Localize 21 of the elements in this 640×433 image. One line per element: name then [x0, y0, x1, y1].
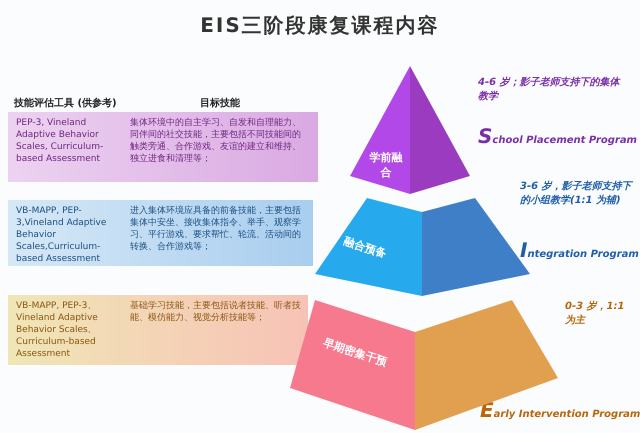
skill-band	[8, 295, 308, 365]
skill-band	[8, 200, 313, 266]
assessment-tools-text: VB-MAPP, PEP-3、Vineland Adaptive Behavior Scales、Curriculum-based Assessment	[16, 300, 99, 360]
tier-name: 早期密集干预	[320, 335, 390, 371]
age-note: 3-6 岁，影子老师支持下的小组教学(1:1 为辅)	[520, 180, 632, 208]
tier-name: 融合预备	[341, 234, 389, 262]
column-header: 技能评估工具 (供参考)	[14, 96, 118, 110]
program-name: Integration Program	[520, 238, 639, 262]
tier-name: 学前融合	[368, 150, 404, 180]
age-note: 0-3 岁，1:1 为主	[565, 300, 626, 328]
assessment-tools-text: VB-MAPP, PEP-3,Vineland Adaptive Behavior Scales,Curriculum-based Assessment	[16, 205, 108, 265]
target-skills-text: 基础学习技能，主要包括说者技能、听者技能、模仿能力、视觉分析技能等；	[130, 300, 302, 324]
column-header: 目标技能	[199, 96, 241, 110]
assessment-tools-text: PEP-3, Vineland Adaptive Behavior Scales, Curriculum-based Assessment	[16, 117, 104, 165]
title: EIS三阶段康复课程内容	[199, 12, 441, 39]
target-skills-text: 集体环境中的自主学习、自发和自理能力、同伴间的社交技能，主要包括不同技能间的触类旁通、合作游戏、友谊的建立和维持、独立进食和清理等；	[130, 117, 302, 165]
pyramid-tier	[350, 66, 470, 194]
target-skills-text: 进入集体环境应具备的前备技能，主要包括集体中安坐、接收集体指令、举手、观察学习、平行游戏、要求帮忙、轮流、活动间的转换、合作游戏等；	[130, 205, 302, 253]
age-note: 4-6 岁；影子老师支持下的集体教学	[478, 76, 622, 104]
program-name: School Placement Program	[478, 124, 637, 148]
skill-band	[8, 112, 318, 182]
